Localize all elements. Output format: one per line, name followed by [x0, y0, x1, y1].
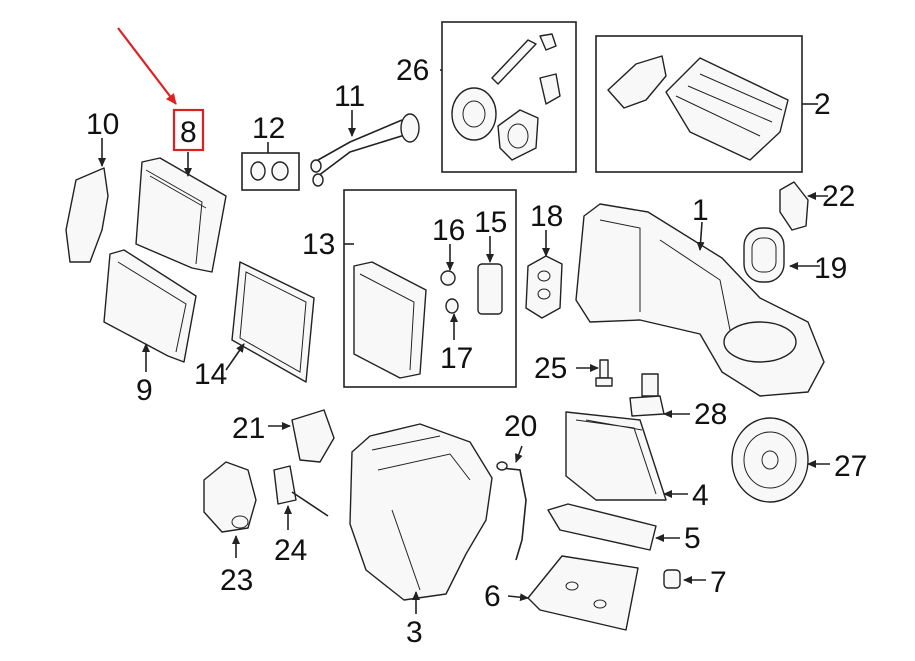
- callout-5: 5: [684, 522, 701, 555]
- callout-18: 18: [530, 200, 563, 233]
- part-19-seal[interactable]: [743, 227, 785, 283]
- part-4-filter[interactable]: [565, 411, 667, 501]
- callout-3: 3: [406, 616, 423, 649]
- callout-2: 2: [814, 88, 831, 121]
- part-14-frame[interactable]: [231, 261, 315, 383]
- part-2-housing[interactable]: [607, 55, 789, 161]
- callout-11: 11: [334, 80, 365, 113]
- part-28-resistor[interactable]: [629, 373, 665, 417]
- highlight-arrow: [117, 27, 177, 105]
- group-box-13: [343, 189, 517, 388]
- part-3-housing[interactable]: [349, 423, 493, 601]
- part-1-heater-box[interactable]: [575, 203, 825, 397]
- callout-14: 14: [194, 358, 227, 391]
- part-7-cap[interactable]: [663, 569, 681, 589]
- highlight-box-8: [172, 108, 205, 152]
- callout-19: 19: [814, 252, 847, 285]
- callout-22: 22: [822, 180, 855, 213]
- part-25-screw[interactable]: [595, 359, 613, 387]
- callout-13: 13: [302, 228, 335, 261]
- callout-12: 12: [252, 112, 285, 145]
- group-box-12: [241, 152, 300, 191]
- callout-26: 26: [396, 54, 429, 87]
- callout-6: 6: [484, 580, 501, 613]
- group-box-26: [441, 21, 577, 173]
- callout-17: 17: [440, 342, 473, 375]
- callout-8[interactable]: 8: [180, 116, 197, 149]
- callout-16: 16: [432, 214, 465, 247]
- part-24-sensor[interactable]: [273, 465, 329, 517]
- part-6-tray[interactable]: [527, 555, 639, 631]
- callout-7: 7: [710, 566, 727, 599]
- part-11-pipes[interactable]: [310, 113, 420, 187]
- part-23-actuator[interactable]: [203, 461, 257, 533]
- callout-21: 21: [232, 412, 265, 445]
- part-22-bracket[interactable]: [779, 181, 809, 231]
- callout-15: 15: [474, 206, 507, 239]
- callout-1: 1: [692, 194, 709, 227]
- callout-24: 24: [274, 534, 307, 567]
- part-12-clips[interactable]: [250, 161, 289, 181]
- part-26-components[interactable]: [451, 33, 561, 161]
- part-17-oring[interactable]: [445, 298, 459, 314]
- part-5-panel[interactable]: [547, 503, 657, 551]
- callout-9: 9: [136, 374, 153, 407]
- callout-20: 20: [504, 410, 537, 443]
- part-10-bracket[interactable]: [65, 167, 109, 263]
- callout-labels: 1 2 3 4 5 6 7 8 9 10 11 12 13 14 15 16 1…: [86, 54, 867, 649]
- part-18-cover[interactable]: [525, 255, 563, 319]
- part-9-frame[interactable]: [103, 249, 197, 363]
- callout-4: 4: [692, 479, 709, 512]
- part-16-oring[interactable]: [440, 270, 456, 286]
- part-27-blower[interactable]: [731, 417, 809, 503]
- callout-10: 10: [86, 108, 119, 141]
- part-20-hose[interactable]: [496, 461, 527, 561]
- callout-23: 23: [220, 564, 253, 597]
- part-8-filter[interactable]: [135, 157, 227, 273]
- callout-27: 27: [834, 450, 867, 483]
- part-13-evaporator[interactable]: [353, 261, 427, 379]
- part-15-valve[interactable]: [477, 263, 503, 315]
- leader-lines: [98, 69, 830, 614]
- callout-28: 28: [694, 398, 727, 431]
- callout-25: 25: [534, 352, 567, 385]
- part-21-actuator[interactable]: [291, 409, 335, 463]
